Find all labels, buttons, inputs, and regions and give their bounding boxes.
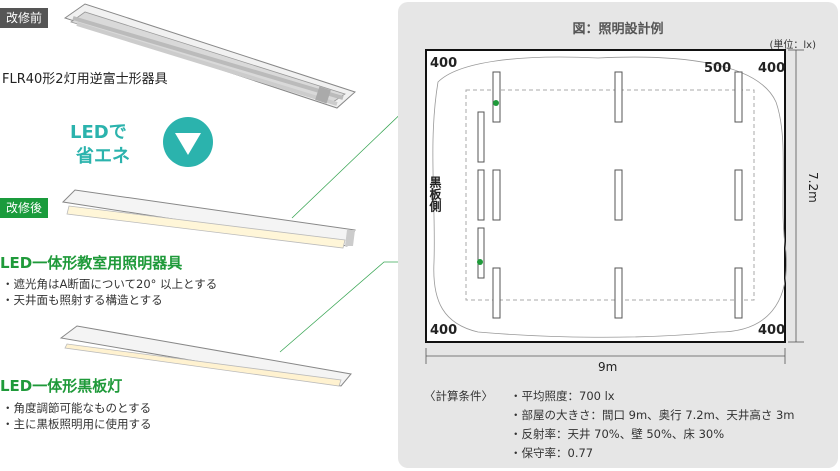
led-slogan-line1: LEDで (70, 122, 127, 143)
unit-label: (単位：lx) (769, 40, 817, 51)
before-fixture-name: FLR40形2灯用逆富士形器具 (2, 72, 168, 87)
product2-note-2: ・主に黒板照明用に使用する (2, 417, 152, 431)
product1-note-2: ・天井面も照射する構造とする (2, 293, 163, 307)
value-top-right: 400 (758, 61, 786, 76)
before-tag: 改修前 (0, 8, 49, 28)
blackboard-led-fixture-illustration (59, 325, 352, 387)
blackboard-side-label: 黒板側 (428, 176, 442, 212)
after-tag: 改修後 (0, 198, 49, 218)
width-dimension-label: 9m (598, 360, 618, 374)
led-slogan-line2: 省エネ (76, 146, 130, 167)
value-top-left: 400 (430, 56, 458, 71)
classroom-led-fixture-illustration (61, 189, 356, 249)
diagram-title: 図：照明設計例 (572, 22, 664, 37)
condition-item-1: ・平均照度：700 lx (510, 389, 615, 403)
connector-dot-upper (493, 100, 499, 106)
task-area-outline (465, 89, 755, 301)
product2-note-1: ・角度調節可能なものとする (2, 401, 152, 415)
condition-item-4: ・保守率：0.77 (510, 446, 594, 460)
product2-title: LED一体形黒板灯 (0, 377, 123, 395)
condition-item-3: ・反射率：天井 70%、壁 50%、床 30% (510, 427, 725, 441)
connector-dot-lower (477, 259, 483, 265)
value-bottom-left: 400 (430, 323, 458, 338)
value-bottom-right: 400 (758, 323, 786, 338)
room-outline (425, 49, 786, 343)
product1-title: LED一体形教室用照明器具 (0, 254, 183, 272)
product1-note-1: ・遮光角はA断面について20° 以上とする (2, 277, 218, 291)
illuminance-contour-500 (432, 56, 787, 338)
condition-item-2: ・部屋の大きさ：間口 9m、奥行 7.2m、天井高さ 3m (510, 408, 795, 422)
depth-dimension-label: 7.2m (806, 172, 820, 203)
down-arrow-icon (163, 117, 213, 167)
fluorescent-fixture-illustration (63, 3, 356, 109)
conditions-heading: 〈計算条件〉 (424, 389, 493, 403)
value-top-mid: 500 (704, 61, 732, 76)
room-layout-diagram (425, 49, 804, 364)
